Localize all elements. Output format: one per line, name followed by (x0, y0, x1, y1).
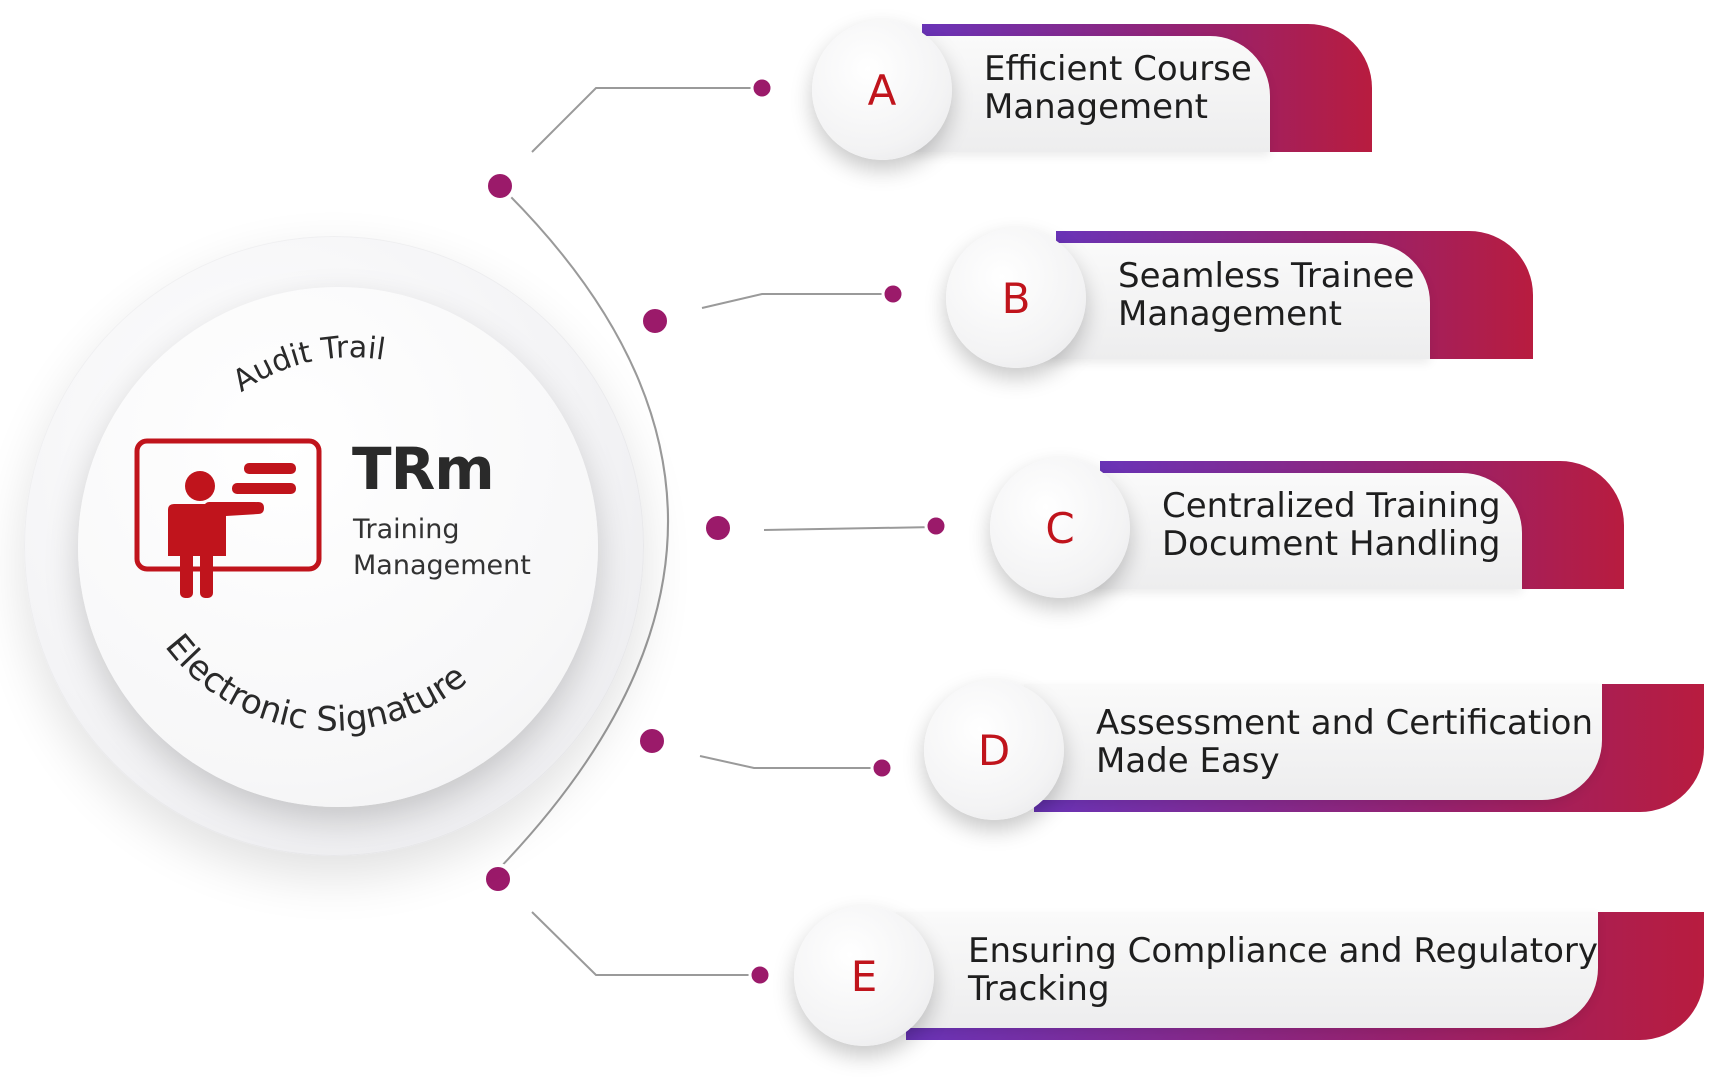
hub-inner-disc (78, 287, 598, 807)
connector-b (701, 293, 893, 309)
feature-pill-d (1024, 684, 1602, 800)
connector-c (763, 526, 937, 531)
connector-e (531, 911, 760, 976)
card-node-d (870, 756, 894, 780)
feature-card-d: Assessment and Certification Made Easy (1024, 684, 1704, 812)
arc-node-a (484, 170, 516, 202)
feature-badge-e: E (794, 906, 934, 1046)
feature-pill-b (1046, 243, 1430, 359)
hub-subtitle-line1: Training (353, 514, 460, 545)
feature-label-b: Seamless Trainee Management (1118, 256, 1415, 334)
arc-node-b (639, 305, 671, 337)
arc-node-e (482, 863, 514, 895)
feature-label-c: Centralized Training Document Handling (1162, 486, 1501, 564)
feature-badge-a: A (812, 20, 952, 160)
arc-node-c (702, 512, 734, 544)
hub-subtitle-line2: Management (353, 550, 531, 581)
electronic-signature-label: Electronic Signature (157, 627, 474, 740)
arc-node-d (636, 725, 668, 757)
presenter-board-icon (134, 438, 322, 598)
hub-title: TRm (352, 435, 495, 503)
feature-label-d: Assessment and Certification Made Easy (1096, 703, 1594, 781)
card-node-e (748, 963, 772, 987)
card-node-c (924, 514, 948, 538)
feature-label-a: Efficient Course Management (984, 49, 1252, 127)
feature-card-b: Seamless Trainee Management (1046, 231, 1533, 359)
connector-d (699, 755, 882, 769)
connector-a (531, 87, 762, 153)
feature-pill-e (896, 912, 1598, 1028)
feature-card-c: Centralized Training Document Handling (1090, 461, 1624, 589)
hub-arc (491, 185, 669, 877)
audit-trail-label: Audit Trail (227, 330, 388, 399)
feature-label-e: Ensuring Compliance and Regulatory Track… (968, 931, 1599, 1009)
card-node-b (881, 282, 905, 306)
feature-badge-b: B (946, 228, 1086, 368)
feature-card-e: Ensuring Compliance and Regulatory Track… (896, 912, 1704, 1040)
feature-card-a: Efficient Course Management (912, 24, 1372, 152)
feature-pill-a (912, 36, 1270, 152)
feature-badge-c: C (990, 458, 1130, 598)
feature-badge-d: D (924, 680, 1064, 820)
hub-subtitle: Training Management (353, 512, 531, 584)
feature-pill-c (1090, 473, 1522, 589)
card-node-a (750, 76, 774, 100)
